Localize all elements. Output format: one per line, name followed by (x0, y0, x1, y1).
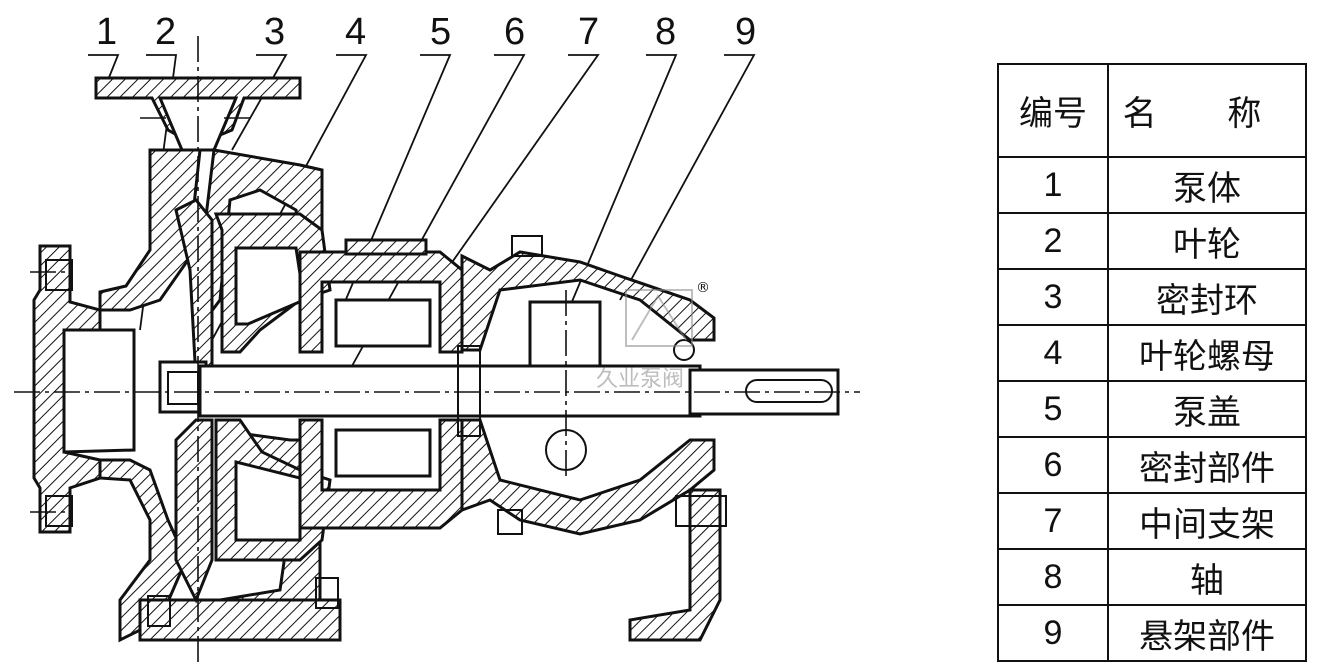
legend-row: 8 轴 (997, 548, 1307, 606)
callout-numbers: 1 2 3 4 5 6 7 8 9 (96, 11, 756, 53)
legend-row: 9 悬架部件 (997, 604, 1307, 662)
header-name: 名 称 (1107, 63, 1307, 158)
legend-row-name: 叶轮 (1107, 212, 1307, 270)
legend-row-number: 7 (997, 492, 1109, 550)
shaft (198, 345, 840, 437)
legend-row-name: 密封环 (1107, 268, 1307, 326)
legend-row: 5 泵盖 (997, 380, 1307, 438)
legend-row-name: 泵盖 (1107, 380, 1307, 438)
callout-6: 6 (504, 11, 525, 53)
center-lines (14, 36, 860, 662)
legend-row-number: 9 (997, 604, 1109, 662)
bearing-frame (460, 235, 727, 642)
legend-row-number: 3 (997, 268, 1109, 326)
legend-row: 1 泵体 (997, 156, 1307, 214)
parts-legend-table: 编号 名 称 1 泵体 2 叶轮 3 密封环 4 叶轮螺母 5 泵盖 6 密封部… (997, 63, 1307, 662)
watermark-text: 久业泵阀 (596, 367, 684, 392)
legend-row: 2 叶轮 (997, 212, 1307, 270)
legend-row-number: 1 (997, 156, 1109, 214)
legend-row: 6 密封部件 (997, 436, 1307, 494)
legend-row-number: 6 (997, 436, 1109, 494)
callout-2: 2 (155, 11, 176, 53)
legend-row-number: 5 (997, 380, 1109, 438)
legend-row: 3 密封环 (997, 268, 1307, 326)
legend-row-name: 中间支架 (1107, 492, 1307, 550)
callout-9: 9 (735, 11, 756, 53)
brand-watermark: 久业泵阀 ® (596, 280, 710, 392)
legend-row-name: 悬架部件 (1107, 604, 1307, 662)
callout-5: 5 (430, 11, 451, 53)
impeller (158, 198, 214, 604)
callout-8: 8 (655, 11, 676, 53)
callout-7: 7 (578, 11, 599, 53)
legend-row-name: 轴 (1107, 548, 1307, 606)
legend-row-number: 8 (997, 548, 1109, 606)
callout-1: 1 (96, 11, 117, 53)
legend-row: 4 叶轮螺母 (997, 324, 1307, 382)
callout-3: 3 (264, 11, 285, 53)
pump-cross-section-drawing: 1 2 3 4 5 6 7 8 9 (14, 11, 860, 662)
legend-row-number: 4 (997, 324, 1109, 382)
legend-row-name: 泵体 (1107, 156, 1307, 214)
legend-row-number: 2 (997, 212, 1109, 270)
legend-row-name: 密封部件 (1107, 436, 1307, 494)
header-number: 编号 (997, 63, 1109, 158)
legend-row: 7 中间支架 (997, 492, 1307, 550)
registered-mark: ® (696, 280, 710, 296)
legend-row-name: 叶轮螺母 (1107, 324, 1307, 382)
legend-header-row: 编号 名 称 (997, 63, 1307, 158)
callout-4: 4 (345, 11, 366, 53)
seal-chamber (298, 238, 464, 530)
leader-lines (88, 54, 756, 391)
